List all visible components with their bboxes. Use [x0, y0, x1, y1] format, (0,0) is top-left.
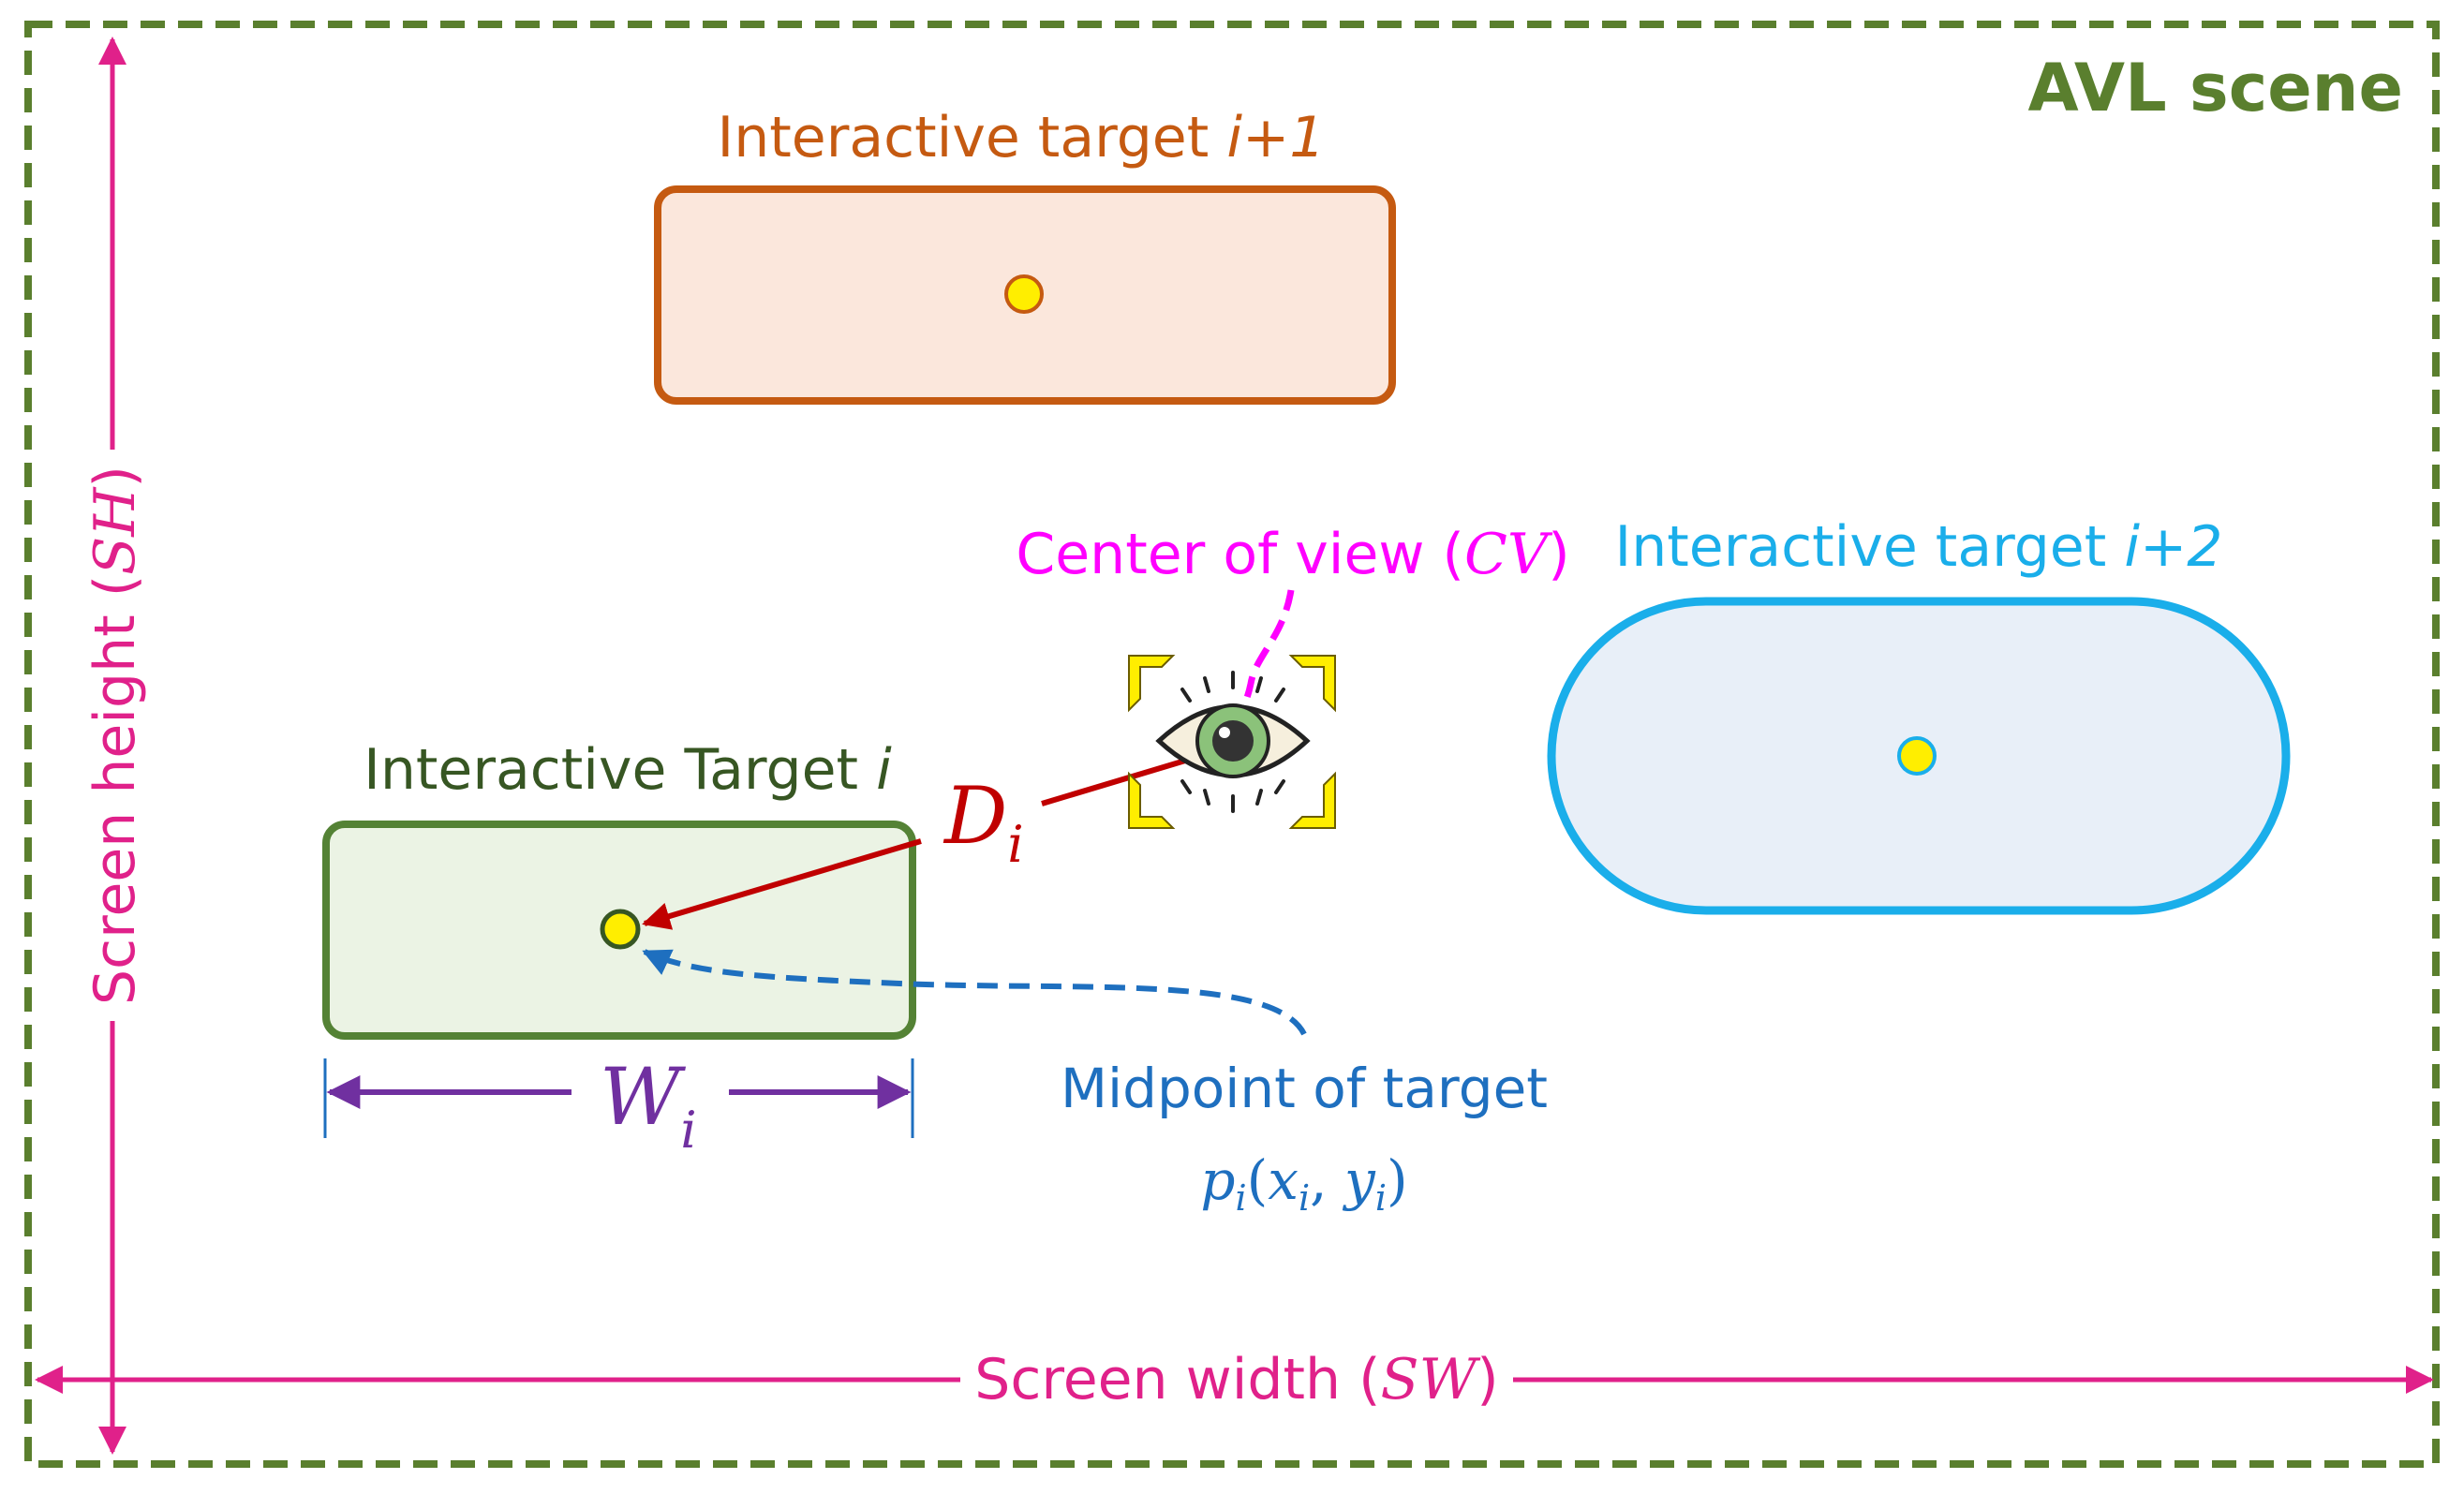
target-i-plus-1-label: Interactive target i+1: [718, 105, 1326, 170]
midpoint-formula: pi(xi, yi): [1200, 1148, 1407, 1219]
target-i-plus-1-midpoint: [1004, 274, 1044, 314]
target-i-midpoint: [600, 909, 641, 950]
center-of-view: Center of view (CV): [1016, 522, 1570, 741]
scene-border: [24, 21, 2440, 1468]
focus-bracket-icon: [1128, 655, 1336, 829]
width-dimension: Wi: [323, 1051, 914, 1160]
center-of-view-label: Center of view (CV): [1016, 522, 1569, 587]
screen-width-dimension: Screen width (SW): [35, 1347, 2434, 1413]
midpoint-pointer: Midpoint of target pi(xi, yi): [642, 949, 1548, 1219]
target-i-plus-2[interactable]: Interactive target i+2: [1547, 514, 2291, 915]
midpoint-label: Midpoint of target: [1061, 1057, 1548, 1120]
target-i-plus-1[interactable]: Interactive target i+1: [654, 105, 1396, 405]
scene-title: AVL scene: [2027, 50, 2403, 126]
target-i[interactable]: Interactive Target i: [322, 737, 916, 1040]
target-i-plus-2-midpoint: [1897, 736, 1937, 776]
screen-height-label: Screen height (SH): [82, 466, 148, 1005]
target-i-label: Interactive Target i: [364, 737, 892, 803]
target-i-plus-2-label: Interactive target i+2: [1615, 514, 2223, 580]
distance-symbol: Di: [943, 770, 1024, 874]
screen-width-label: Screen width (SW): [974, 1347, 1498, 1413]
screen-height-dimension: Screen height (SH): [82, 37, 148, 1455]
eye-icon: [1155, 671, 1311, 813]
width-symbol: Wi: [600, 1051, 697, 1160]
